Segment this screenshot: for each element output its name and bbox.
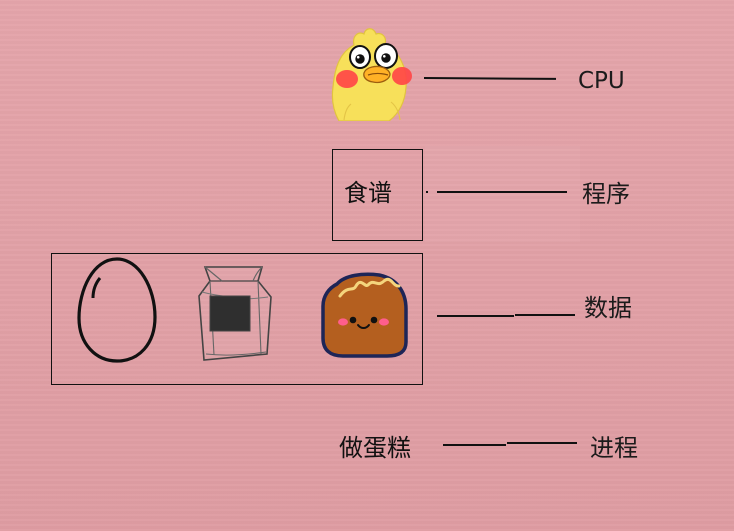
chick-icon [331,28,412,121]
program-connector-line [437,191,567,193]
cake-icon [321,272,408,358]
data-connector-line-right [515,314,575,316]
egg-icon [77,257,157,363]
recipe-box [332,149,423,241]
data-label: 数据 [584,294,632,322]
cake-making-text: 做蛋糕 [339,434,411,462]
flour-bag-icon [198,266,272,361]
program-label: 程序 [582,180,630,208]
cpu-label: CPU [578,68,625,94]
recipe-text: 食谱 [344,179,392,207]
data-connector-line-left [437,315,514,317]
process-label: 进程 [590,434,638,462]
process-connector-line-left [443,444,506,446]
cpu-connector-line [423,77,557,80]
program-connector-dot [426,191,428,193]
process-connector-line-right [507,442,577,444]
data-box [51,253,423,385]
recipe-background-panel [425,146,580,242]
